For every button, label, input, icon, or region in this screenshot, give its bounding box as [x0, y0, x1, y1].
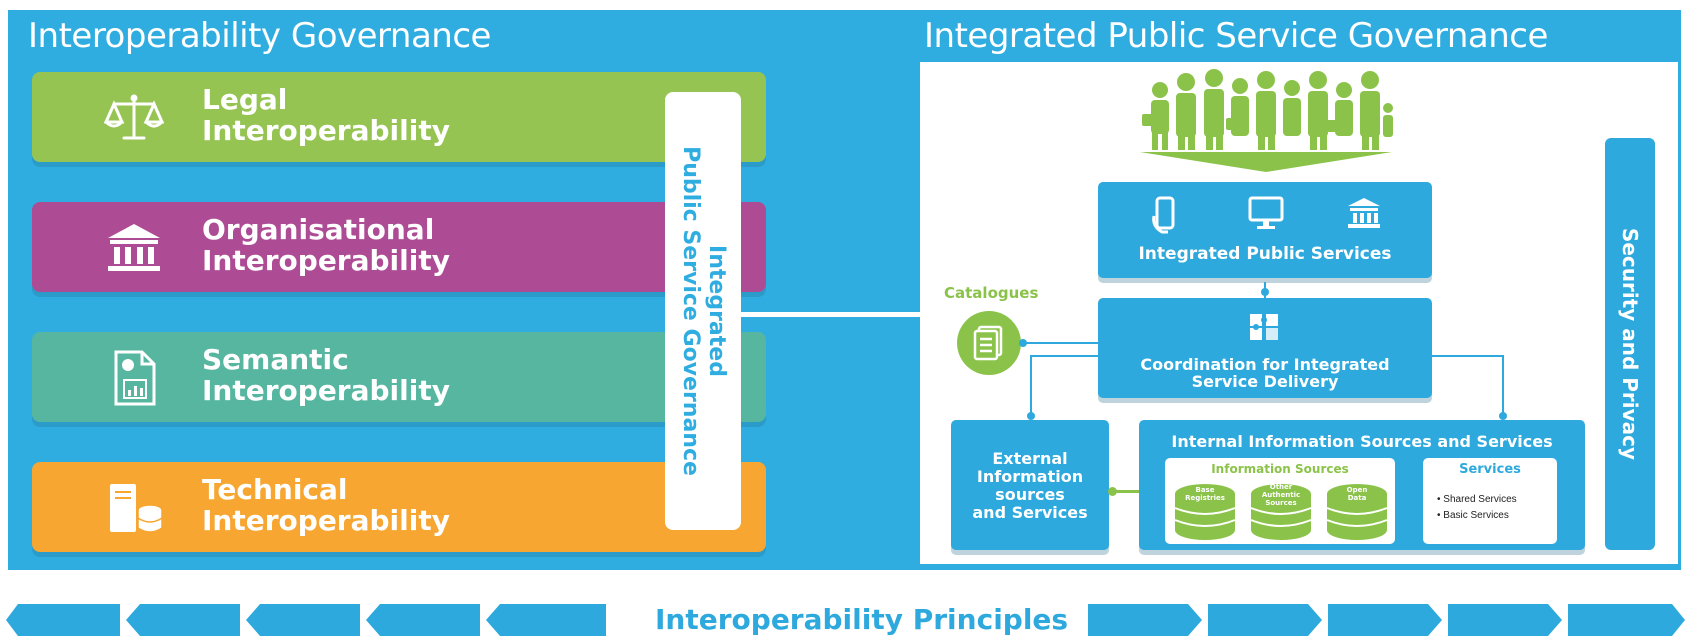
interoperability-governance-title: Interoperability Governance	[28, 16, 491, 56]
institution-icon	[1348, 198, 1380, 228]
services-title: Services	[1459, 462, 1521, 477]
internal-sources-title: Internal Information Sources and Service…	[1171, 432, 1553, 451]
information-sources-panel: Information Sources Base Registries	[1165, 458, 1395, 544]
legal-label: Legal Interoperability	[202, 83, 450, 147]
governance-connector-line	[741, 312, 922, 317]
branch-dot-right	[1499, 412, 1507, 420]
catalogues-connector-dot	[1019, 339, 1027, 347]
information-sources-title: Information Sources	[1211, 462, 1349, 476]
catalogue-document-icon	[973, 325, 1003, 361]
branch-line-right-down	[1502, 355, 1504, 417]
organisational-layer: Organisational Interoperability	[32, 202, 766, 292]
external-internal-connector	[1109, 490, 1139, 493]
database-stack-icon	[1250, 484, 1312, 540]
base-registries-label: Base Registries	[1185, 486, 1225, 502]
server-database-icon	[110, 484, 163, 533]
branch-line-left-down	[1030, 355, 1032, 417]
database-stack-icon	[1174, 484, 1236, 540]
technical-label: Technical Interoperability	[202, 473, 450, 537]
branch-line-right	[1432, 355, 1504, 357]
semantic-label: Semantic Interoperability	[202, 343, 450, 407]
other-authentic-sources-label: Other Authentic Sources	[1261, 483, 1301, 507]
scales-icon	[104, 94, 164, 140]
legal-layer: Legal Interoperability	[32, 72, 766, 162]
puzzle-icon	[1250, 314, 1278, 340]
connector-dot	[1261, 288, 1269, 296]
internal-sources-box: Internal Information Sources and Service…	[1139, 420, 1585, 550]
monitor-icon	[1248, 196, 1284, 229]
services-list: • Shared Services • Basic Services	[1437, 492, 1517, 524]
institution-icon	[108, 224, 160, 271]
external-sources-box: External Information sources and Service…	[951, 420, 1109, 550]
branch-line-left	[1032, 355, 1098, 357]
list-item: • Shared Services	[1437, 494, 1517, 505]
catalogues-circle	[957, 311, 1021, 375]
mobile-phone-icon	[1152, 196, 1175, 234]
catalogues-connector-line	[1022, 342, 1098, 344]
chevrons-left	[6, 604, 606, 636]
open-data-stack: Open Data	[1325, 480, 1389, 542]
coordination-box: Coordination for Integrated Service Deli…	[1098, 298, 1432, 398]
external-internal-dot	[1108, 487, 1117, 496]
security-and-privacy-bar: Security and Privacy	[1605, 138, 1655, 550]
integrated-public-service-governance-title: Integrated Public Service Governance	[924, 16, 1548, 56]
integrated-public-service-governance-bar: Integrated Public Service Governance	[665, 92, 741, 530]
external-sources-label: External Information sources and Service…	[972, 449, 1088, 522]
technical-layer: Technical Interoperability	[32, 462, 766, 552]
coordination-label: Coordination for Integrated Service Deli…	[1140, 355, 1390, 391]
integrated-public-services-box: Integrated Public Services	[1098, 182, 1432, 278]
base-registries-stack: Base Registries	[1173, 480, 1237, 542]
organisational-label: Organisational Interoperability	[202, 213, 450, 277]
list-item: • Basic Services	[1437, 510, 1509, 521]
open-data-label: Open Data	[1346, 486, 1368, 502]
integrated-public-services-label: Integrated Public Services	[1138, 244, 1392, 264]
branch-dot-left	[1027, 412, 1035, 420]
security-and-privacy-label: Security and Privacy	[1618, 227, 1642, 461]
chevrons-right	[1088, 604, 1685, 636]
services-panel: Services • Shared Services • Basic Servi…	[1423, 458, 1557, 544]
semantic-layer: Semantic Interoperability	[32, 332, 766, 422]
database-stack-icon	[1326, 484, 1388, 540]
interoperability-principles-label: Interoperability Principles	[655, 603, 1069, 636]
document-chart-icon	[114, 350, 156, 406]
people-group-icon	[1140, 69, 1393, 172]
other-authentic-sources-stack: Other Authentic Sources	[1249, 480, 1313, 542]
integrated-public-service-governance-label: Integrated Public Service Governance	[678, 146, 729, 476]
catalogues-label: Catalogues	[944, 284, 1039, 302]
